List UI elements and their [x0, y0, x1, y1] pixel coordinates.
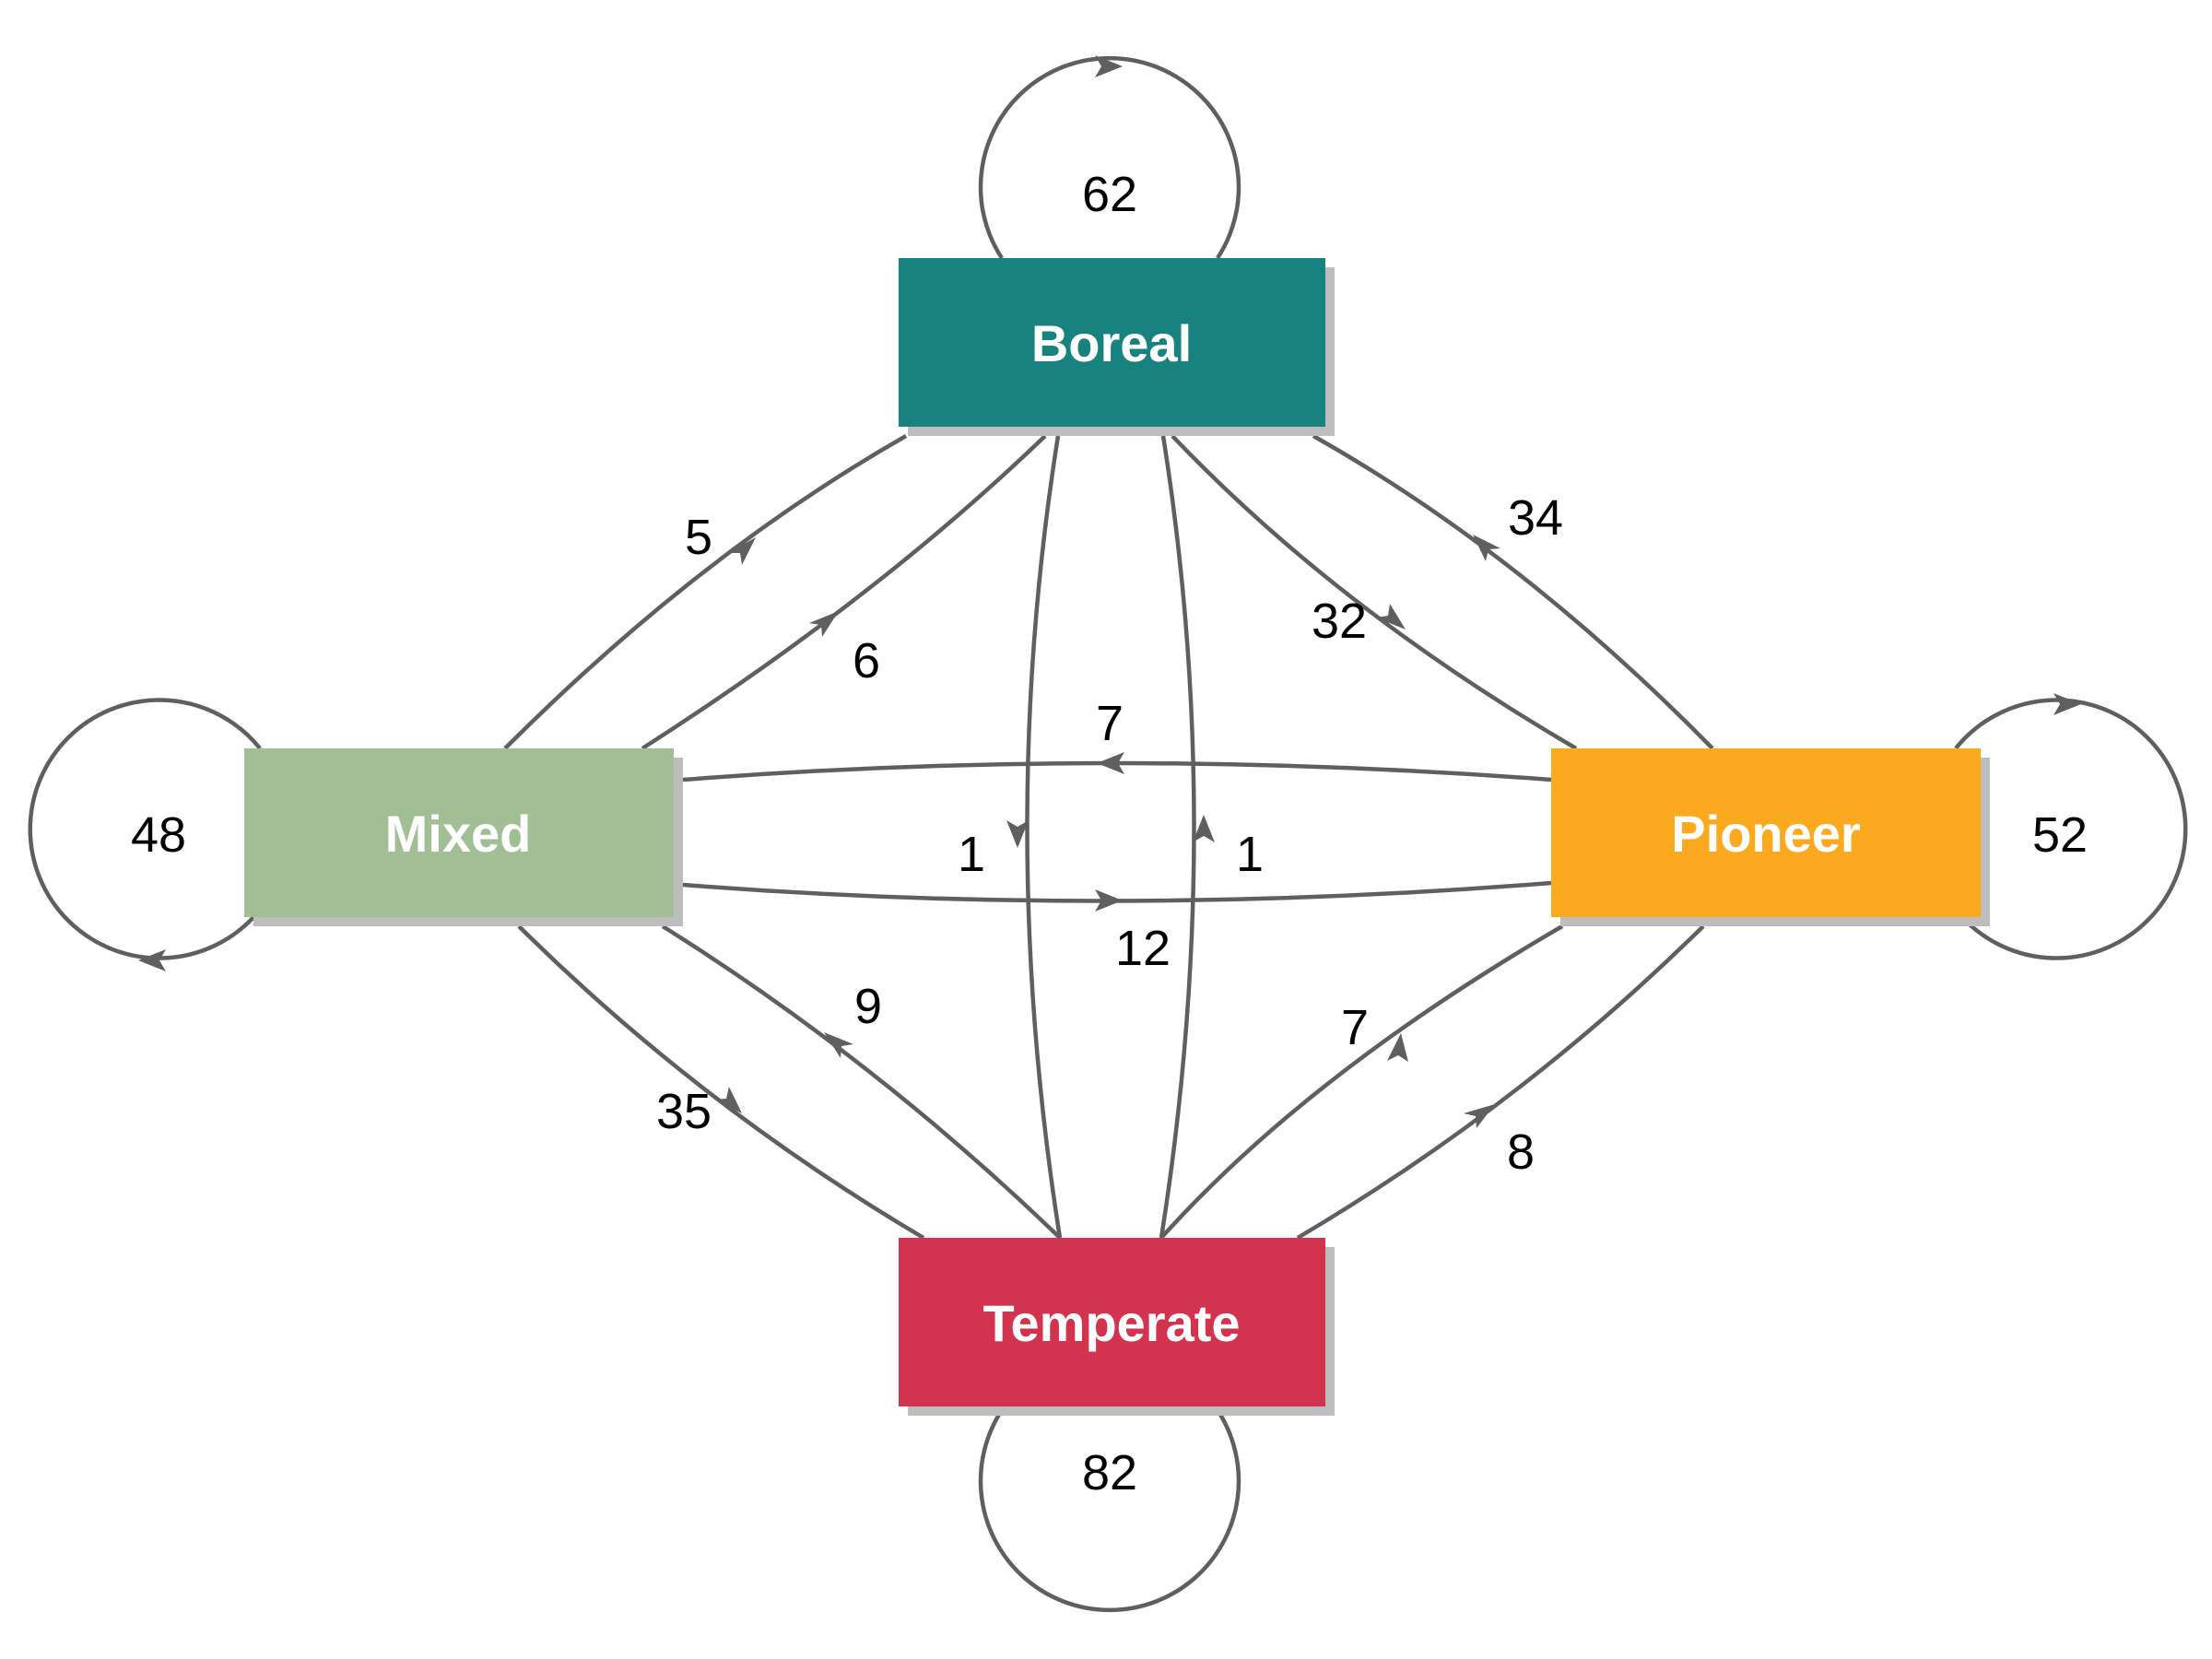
edge-label-mixed-temperate: 35 [656, 1084, 712, 1139]
node-label-temperate: Temperate [982, 1294, 1240, 1352]
edge-temperate-temperate: 82 [978, 1408, 1241, 1613]
edge-label-temperate-temperate: 82 [1082, 1445, 1137, 1500]
edge-label-pioneer-temperate: 8 [1507, 1124, 1535, 1180]
edge-label-pioneer-pioneer: 52 [2032, 807, 2088, 863]
edge-label-boreal-mixed: 6 [853, 633, 880, 688]
node-label-mixed: Mixed [385, 805, 532, 863]
edge-boreal-temperate: 1 [958, 435, 1063, 1239]
node-boreal: Boreal [899, 258, 1335, 436]
edge-label-mixed-mixed: 48 [131, 807, 186, 863]
node-label-boreal: Boreal [1031, 314, 1192, 372]
edge-mixed-mixed: 48 [28, 698, 262, 971]
edge-label-temperate-boreal: 1 [1236, 827, 1264, 882]
edge-pioneer-mixed: 7 [682, 696, 1552, 782]
node-box-boreal [899, 258, 1325, 427]
node-box-mixed [244, 748, 674, 917]
node-box-temperate [899, 1238, 1325, 1406]
edge-pioneer-boreal: 34 [1312, 434, 1714, 750]
edge-label-mixed-pioneer: 12 [1115, 921, 1171, 976]
edge-label-boreal-boreal: 62 [1082, 167, 1137, 222]
edge-label-mixed-boreal: 5 [685, 510, 712, 565]
edge-mixed-pioneer: 12 [682, 880, 1552, 976]
node-label-pioneer: Pioneer [1671, 805, 1860, 863]
edge-label-temperate-pioneer: 7 [1341, 1000, 1369, 1055]
edge-boreal-boreal: 62 [978, 55, 1241, 260]
edge-mixed-temperate: 35 [517, 924, 925, 1240]
edge-label-pioneer-boreal: 34 [1508, 490, 1563, 546]
edge-temperate-pioneer: 7 [1159, 924, 1564, 1240]
edge-pioneer-pioneer: 52 [1954, 693, 2188, 960]
edge-pioneer-temperate: 8 [1296, 924, 1705, 1240]
edge-boreal-mixed: 6 [641, 434, 1047, 750]
edge-temperate-mixed: 9 [661, 924, 1062, 1240]
node-mixed: Mixed [244, 748, 683, 926]
edge-label-boreal-temperate: 1 [958, 827, 985, 882]
node-box-pioneer [1551, 748, 1981, 917]
edge-label-pioneer-mixed: 7 [1096, 696, 1124, 751]
node-pioneer: Pioneer [1551, 748, 1990, 926]
edge-label-boreal-pioneer: 32 [1312, 594, 1367, 649]
edge-boreal-pioneer: 32 [1171, 434, 1578, 750]
edge-temperate-boreal: 1 [1159, 435, 1264, 1239]
edge-mixed-boreal: 5 [503, 434, 908, 750]
edge-label-temperate-mixed: 9 [854, 979, 882, 1034]
node-temperate: Temperate [899, 1238, 1335, 1416]
